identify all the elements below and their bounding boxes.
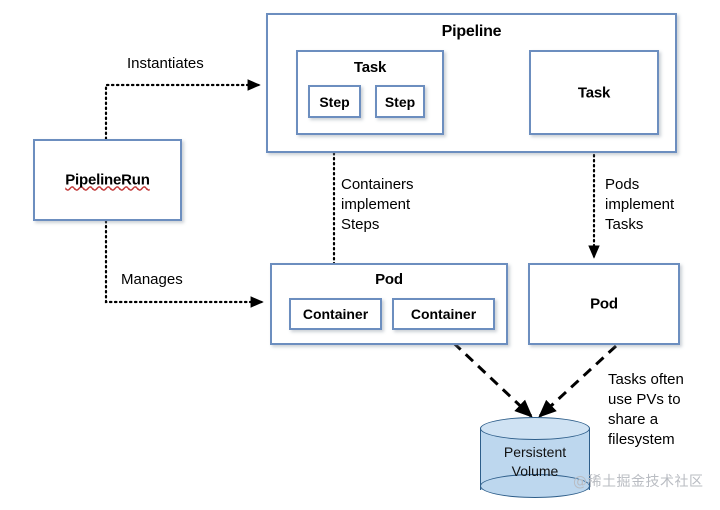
- label-tasks-use-pvs: Tasks often use PVs to share a filesyste…: [608, 371, 684, 448]
- container-1-box[interactable]: Container: [289, 298, 382, 330]
- pod-right-label: Pod: [590, 295, 618, 313]
- pod-right-box[interactable]: Pod: [528, 263, 680, 345]
- task-left-label: Task: [353, 59, 387, 76]
- pipelinerun-box[interactable]: PipelineRun: [33, 139, 182, 221]
- pipelinerun-label: PipelineRun: [35, 172, 180, 189]
- label-containers-implement-steps: Containers implement Steps: [341, 176, 414, 233]
- step-1-label: Step: [319, 93, 350, 110]
- label-instantiates: Instantiates: [127, 55, 204, 72]
- container-2-box[interactable]: Container: [392, 298, 495, 330]
- pod-left-label: Pod: [375, 271, 403, 288]
- container-1-label: Container: [302, 306, 369, 322]
- pipelinerun-text: PipelineRun: [65, 171, 150, 189]
- task-right-label: Task: [577, 84, 611, 101]
- watermark: @稀土掘金技术社区: [573, 474, 704, 490]
- label-manages: Manages: [121, 271, 183, 288]
- cylinder-top-ellipse: [480, 417, 590, 440]
- step-2-box[interactable]: Step: [375, 85, 425, 118]
- container-2-label: Container: [410, 306, 477, 322]
- edge-instantiates: [104, 79, 261, 141]
- persistent-volume-label: Persistent Volume: [503, 444, 567, 479]
- step-2-label: Step: [384, 93, 416, 110]
- pipeline-label: Pipeline: [441, 23, 502, 40]
- persistent-volume-cylinder[interactable]: Persistent Volume: [480, 417, 590, 500]
- task-right-box[interactable]: Task: [529, 50, 659, 135]
- label-pods-implement-tasks: Pods implement Tasks: [605, 176, 675, 233]
- edge-pod-to-pv: [538, 344, 618, 418]
- step-1-box[interactable]: Step: [308, 85, 361, 118]
- cylinder-bottom-ellipse: [480, 474, 590, 498]
